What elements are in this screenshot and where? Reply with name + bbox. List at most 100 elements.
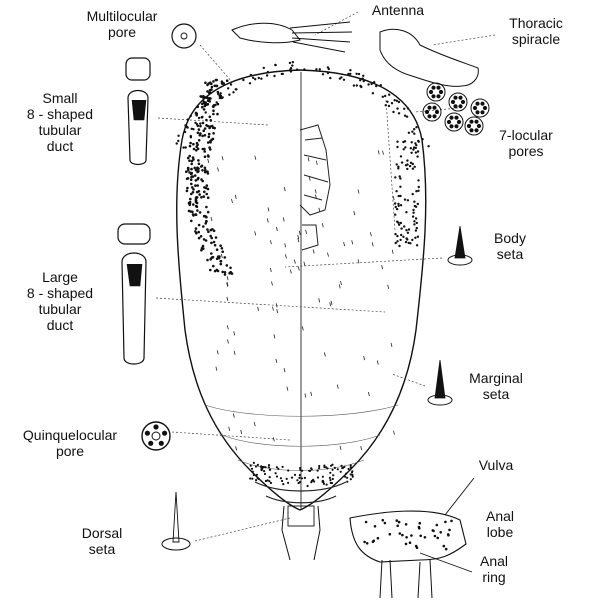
pore-dot [388, 93, 391, 96]
pore-dot [251, 477, 254, 480]
seta-mark [226, 296, 229, 301]
pore-dot [268, 476, 271, 479]
pore-loculus [469, 119, 474, 124]
pore-dot [414, 229, 418, 232]
pore-loculus [449, 124, 454, 129]
pore-dot [202, 95, 205, 98]
pore-dot [203, 134, 207, 137]
pore-dot [349, 478, 352, 481]
pore-dot [395, 163, 398, 166]
pore-dot [249, 477, 252, 480]
pore-dot [251, 470, 254, 473]
pore-loculus [453, 104, 458, 109]
pore-dot [267, 466, 270, 469]
pore-dot [371, 92, 375, 95]
pore-dot [250, 467, 254, 470]
leader-line [419, 552, 473, 573]
pore-dot [447, 533, 450, 537]
pore-dot [316, 469, 319, 472]
pore-dot [219, 92, 222, 95]
pore-dot [415, 126, 418, 129]
pore-dot [256, 477, 259, 480]
seta-mark [271, 281, 273, 286]
seta-mark [327, 252, 329, 257]
seven-locular-pore-inset [464, 116, 484, 136]
pore-dot [330, 464, 333, 467]
pore-dot [212, 112, 215, 116]
pore-dot [396, 220, 399, 223]
pore-dot [411, 162, 414, 166]
pore-dot [194, 112, 198, 115]
pore-dot [289, 67, 293, 70]
pore-dot [269, 481, 272, 485]
pore-dot [349, 473, 352, 476]
seven-locular-pore-inset [422, 102, 442, 122]
pore-dot [211, 137, 215, 141]
anal-ring-box [287, 505, 315, 527]
pore-dot [201, 134, 204, 138]
pore-dot [195, 205, 199, 208]
pore-dot [412, 211, 415, 214]
pore-dot [203, 104, 207, 108]
pore-dot [219, 244, 222, 247]
pore-dot [273, 74, 276, 78]
pore-dot [204, 111, 207, 114]
pore-dot [397, 112, 401, 115]
pore-dot [191, 175, 195, 178]
pore-dot [285, 477, 288, 480]
pore-dot [227, 87, 230, 90]
pore-dot [321, 480, 324, 483]
seta-mark [371, 242, 374, 247]
seta-mark [290, 269, 292, 274]
pore-dot [215, 257, 219, 261]
pore-dot [407, 131, 411, 134]
seta-mark [336, 384, 339, 389]
pore-dot [267, 464, 271, 467]
pore-dot [207, 132, 211, 136]
pore-dot [279, 477, 282, 480]
pore-loculus [431, 94, 436, 99]
pore-dot [421, 138, 424, 141]
seta-mark [284, 243, 287, 248]
pore-dot [185, 189, 189, 193]
pore-dot [192, 142, 195, 146]
pore-dot [201, 121, 205, 125]
pore-dot [406, 107, 410, 110]
seta-mark [257, 306, 259, 311]
pore-dot [208, 88, 212, 92]
pore-dot [406, 199, 410, 202]
pore-loculus [458, 104, 463, 109]
seta-mark [272, 437, 275, 442]
pore-dot [405, 115, 409, 118]
pore-dot [327, 67, 330, 71]
seta-mark [297, 266, 300, 271]
pore-dot [215, 248, 219, 251]
seven-locular-pore-inset [444, 112, 464, 132]
marginal-seta-spine [434, 359, 446, 399]
seta-mark [305, 229, 307, 234]
pore-dot [281, 479, 284, 483]
pore-dot [264, 479, 267, 483]
pore-dot [347, 72, 350, 76]
pore-dot [263, 472, 267, 476]
pore-dot [190, 182, 193, 186]
pore-dot [205, 219, 208, 223]
pore-dot [346, 476, 349, 479]
pore-loculus [434, 109, 440, 115]
pore-dot [395, 190, 398, 193]
pore-dot [204, 239, 208, 242]
pore-dot [333, 466, 336, 469]
pore-dot [417, 140, 420, 143]
pore-dot [230, 272, 234, 275]
pore-dot [185, 170, 188, 173]
pore-dot [219, 262, 223, 266]
seta-mark [232, 413, 235, 418]
seta-mark [226, 282, 229, 287]
pore-dot [381, 95, 384, 99]
pore-dot [204, 215, 207, 218]
pore-dot [201, 115, 204, 119]
